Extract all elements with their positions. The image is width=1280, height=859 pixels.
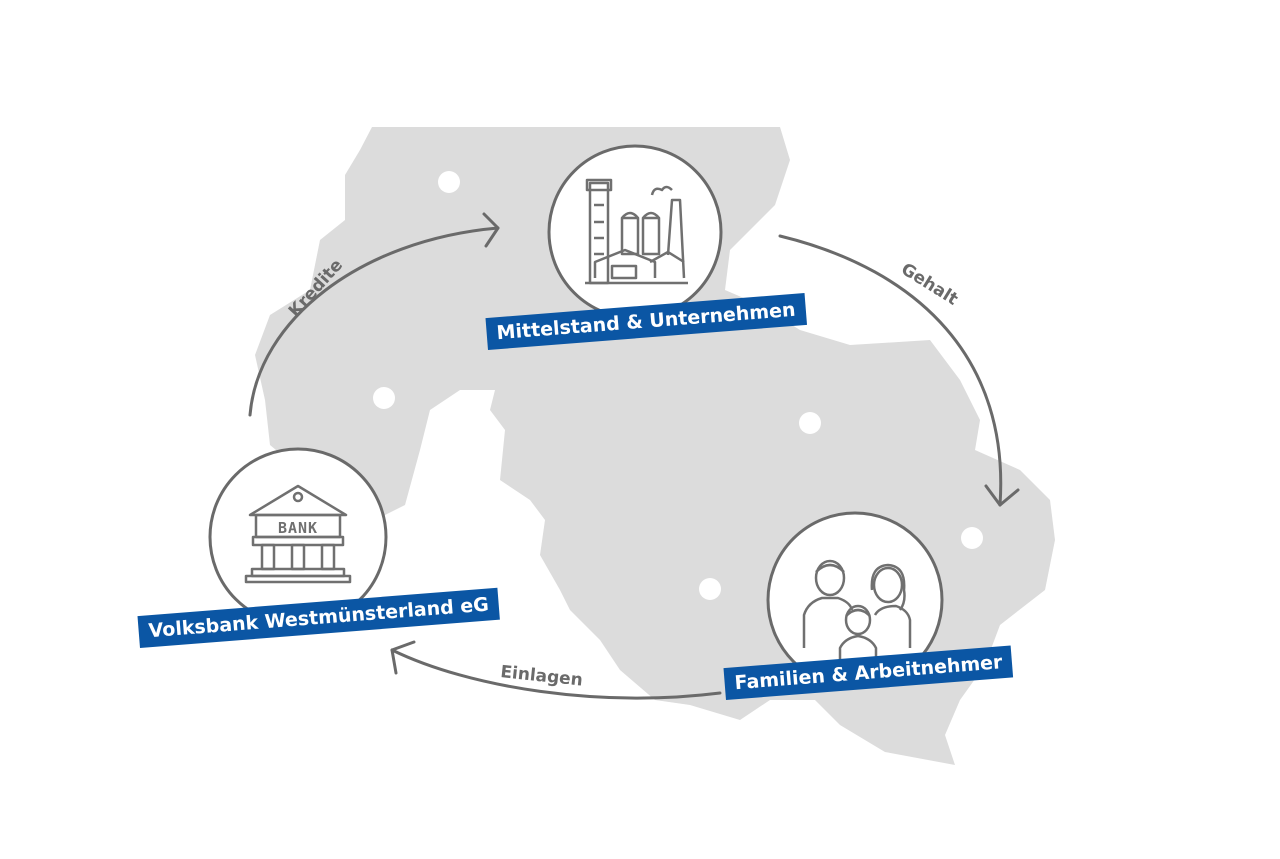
bank-building-icon — [244, 484, 352, 584]
einlagen-arrowhead — [390, 640, 416, 675]
business-node — [547, 144, 723, 320]
city-dot — [438, 171, 460, 193]
city-dot — [373, 387, 395, 409]
city-dot — [799, 412, 821, 434]
factory-icon — [585, 178, 688, 285]
gehalt-arrow — [778, 234, 1003, 507]
kredite-arrow — [248, 226, 500, 417]
gehalt-arrowhead — [984, 484, 1020, 507]
kredite-arrowhead — [482, 212, 500, 248]
families-node — [766, 511, 944, 689]
einlagen-arrow — [390, 648, 722, 700]
bank-sign: BANK — [278, 519, 318, 537]
city-dot — [699, 578, 721, 600]
city-dot — [961, 527, 983, 549]
family-icon — [802, 559, 912, 660]
gehalt-label: Gehalt — [897, 259, 961, 309]
